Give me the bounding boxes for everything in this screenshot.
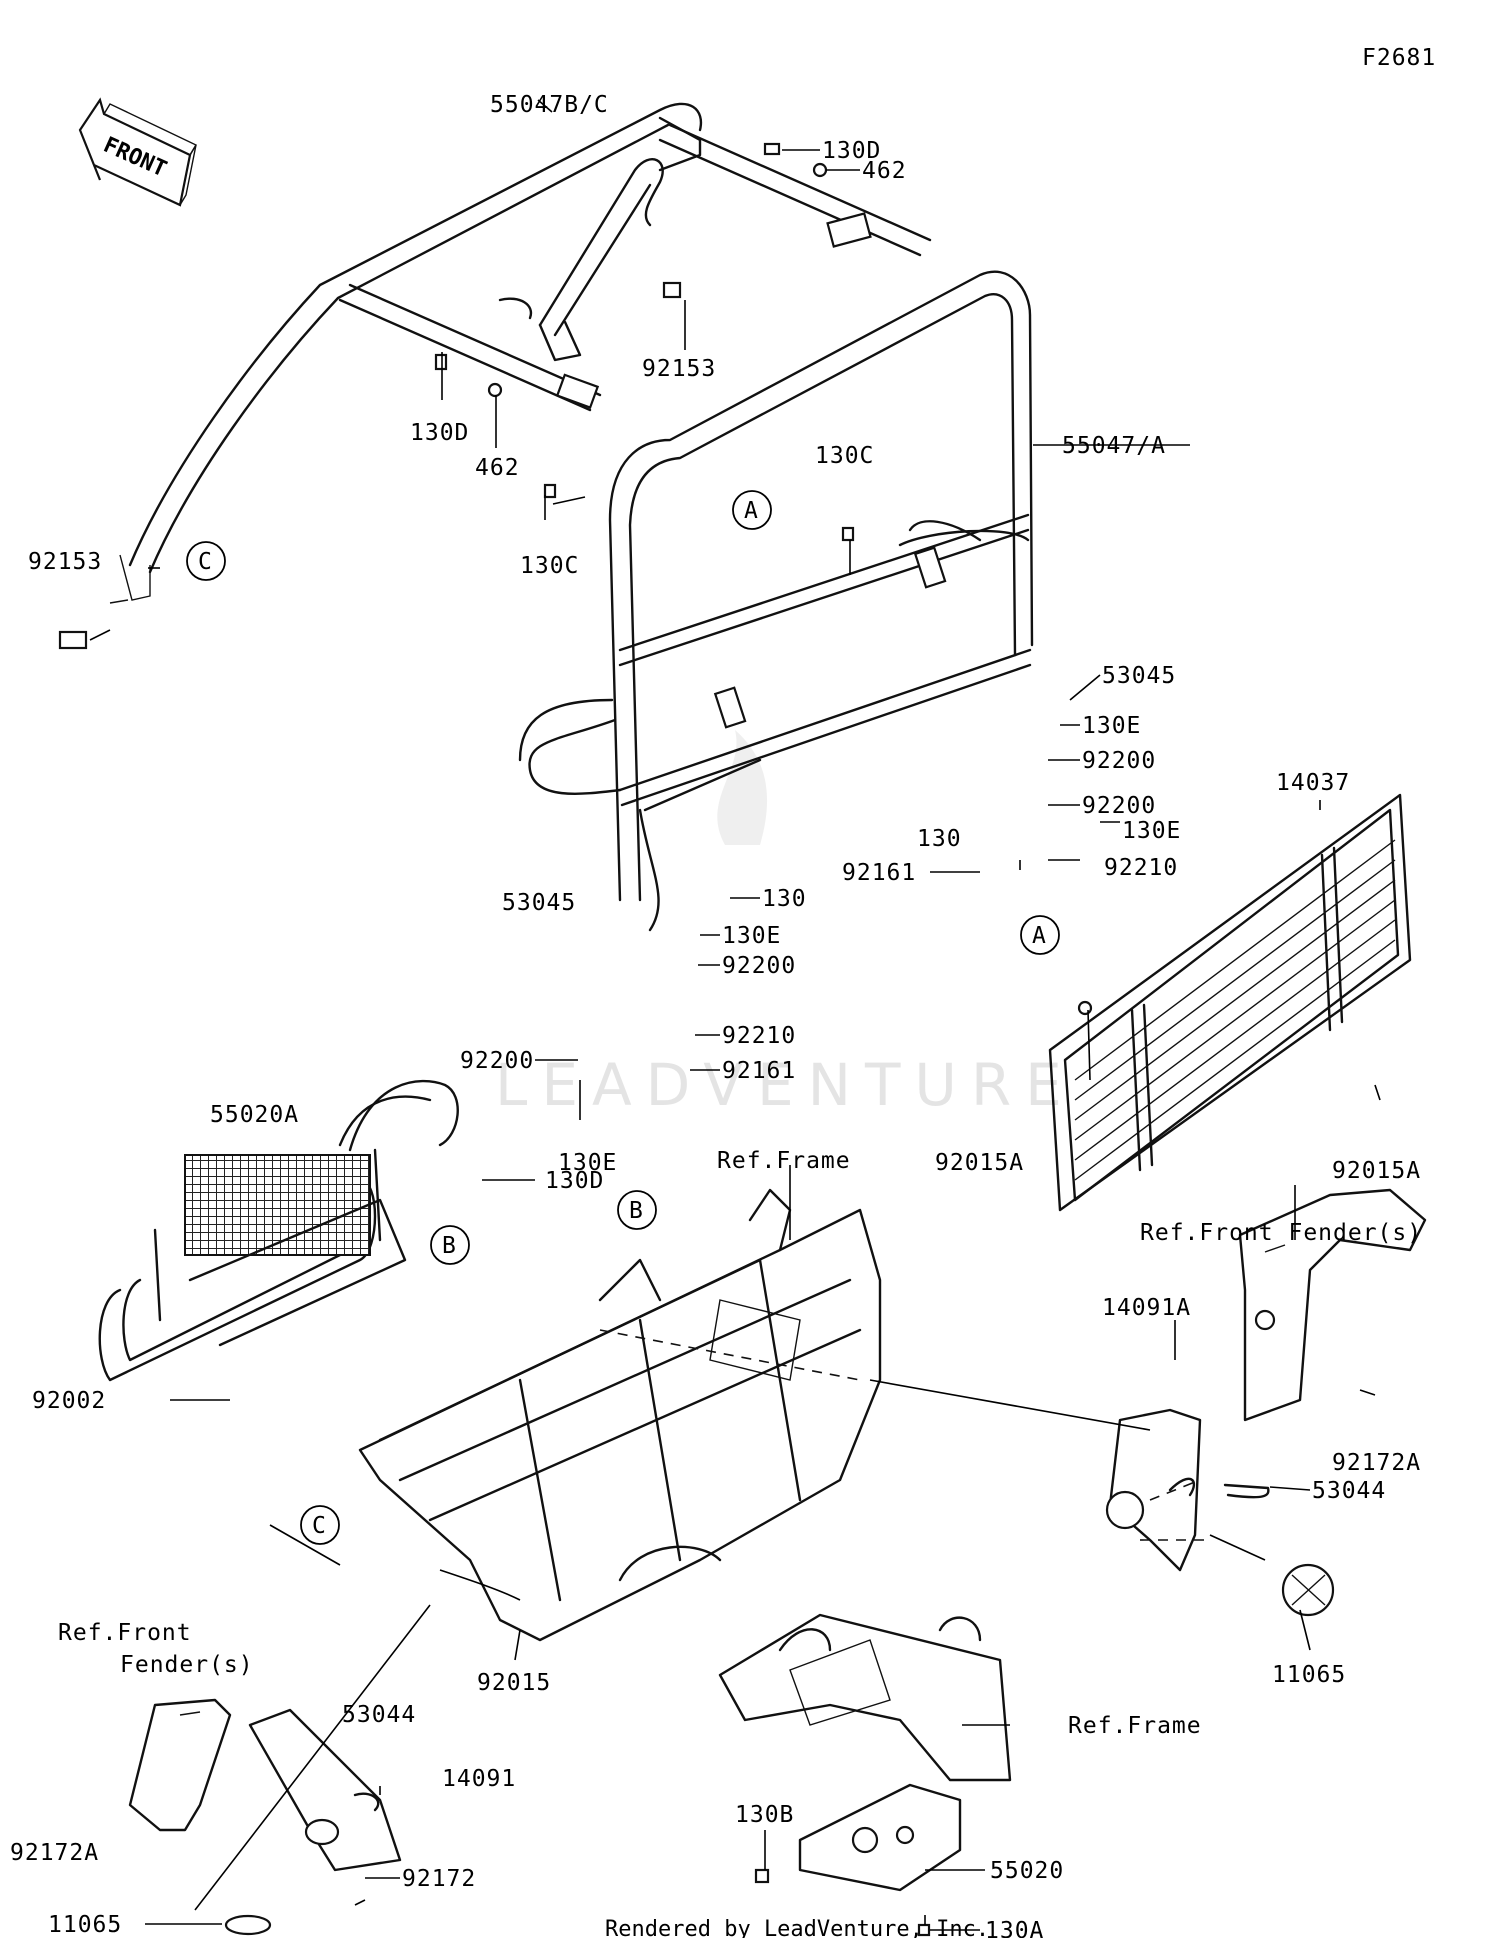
watermark: LEADVENTURE	[495, 730, 1076, 1119]
svg-text:B: B	[442, 1233, 457, 1259]
ref-circle-A2: A	[1020, 915, 1060, 955]
label-92153: 92153	[642, 356, 716, 382]
label-92015A: 92015A	[935, 1150, 1024, 1176]
svg-text:A: A	[744, 498, 759, 524]
label-130C: 130C	[815, 443, 874, 469]
fender-right	[1105, 1188, 1427, 1617]
label-92015A: 92015A	[1332, 1158, 1421, 1184]
front-arrow-icon: FRONT	[78, 97, 197, 207]
label-55047BC: 55047B/C	[490, 92, 609, 118]
label-130C: 130C	[520, 553, 579, 579]
label-462: 462	[862, 158, 907, 184]
ref-front-fender-left-line2: Fender(s)	[120, 1652, 254, 1678]
label-14091: 14091	[442, 1766, 516, 1792]
ref-circle-C2: C	[300, 1505, 340, 1545]
ref-circle-A1: A	[732, 490, 772, 530]
skid-plate-area	[718, 1613, 1012, 1937]
ref-front-fender-right: Ref.Front Fender(s)	[1140, 1220, 1422, 1246]
label-92172: 92172	[402, 1866, 476, 1892]
rear-rack	[1048, 793, 1412, 1212]
label-130D: 130D	[410, 420, 469, 446]
ref-frame-bottom: Ref.Frame	[1068, 1713, 1202, 1739]
fasteners-top	[58, 142, 855, 650]
label-92153: 92153	[28, 549, 102, 575]
label-92172A: 92172A	[1332, 1450, 1421, 1476]
label-11065: 11065	[1272, 1662, 1346, 1688]
label-92002: 92002	[32, 1388, 106, 1414]
label-53044: 53044	[342, 1702, 416, 1728]
label-92172A: 92172A	[10, 1840, 99, 1866]
label-130E: 130E	[722, 923, 781, 949]
label-130E: 130E	[1122, 818, 1181, 844]
front-guard	[98, 1079, 459, 1382]
watermark-text: LEADVENTURE	[495, 1051, 1076, 1119]
leader-lines	[89, 99, 1381, 1931]
label-92200: 92200	[722, 953, 796, 979]
label-462: 462	[475, 455, 520, 481]
roll-cage-upper	[109, 102, 932, 604]
label-53045: 53045	[1102, 663, 1176, 689]
label-92210: 92210	[1104, 855, 1178, 881]
label-92161: 92161	[722, 1058, 796, 1084]
label-53045: 53045	[502, 890, 576, 916]
svg-text:C: C	[198, 549, 213, 575]
svg-text:A: A	[1032, 923, 1047, 949]
label-92210: 92210	[722, 1023, 796, 1049]
ref-circle-C1: C	[186, 541, 226, 581]
label-55047A: 55047/A	[1062, 433, 1166, 459]
svg-text:B: B	[629, 1198, 644, 1224]
ref-front-fender-left-line1: Ref.Front	[58, 1620, 192, 1646]
label-130: 130	[917, 826, 962, 852]
ref-circle-B1: B	[430, 1225, 470, 1265]
fender-left	[128, 1698, 402, 1936]
vehicle-frame	[358, 1188, 882, 1642]
ref-circle-B2: B	[617, 1190, 657, 1230]
label-130D: 130D	[545, 1168, 604, 1194]
roll-bar-main	[518, 270, 1034, 932]
label-130: 130	[762, 886, 807, 912]
label-11065: 11065	[48, 1912, 122, 1938]
ref-frame-top: Ref.Frame	[717, 1148, 851, 1174]
label-92161: 92161	[842, 860, 916, 886]
label-92200: 92200	[1082, 748, 1156, 774]
label-92200: 92200	[1082, 793, 1156, 819]
footer-credit: Rendered by LeadVenture, Inc.	[605, 1917, 989, 1938]
svg-text:C: C	[312, 1513, 327, 1539]
part-labels: 55047B/C 130D 462 92153 130D 462 55047/A…	[10, 92, 1422, 1942]
label-14091A: 14091A	[1102, 1295, 1191, 1321]
diagram-id: F2681	[1362, 45, 1436, 71]
label-55020A: 55020A	[210, 1102, 299, 1128]
label-55020: 55020	[990, 1858, 1064, 1884]
label-92015: 92015	[477, 1670, 551, 1696]
label-14037: 14037	[1276, 770, 1350, 796]
label-130D: 130D	[822, 138, 881, 164]
label-130E: 130E	[558, 1150, 617, 1176]
label-92200: 92200	[460, 1048, 534, 1074]
label-130E: 130E	[1082, 713, 1141, 739]
label-130B: 130B	[735, 1802, 794, 1828]
label-130A: 130A	[985, 1918, 1044, 1938]
label-53044: 53044	[1312, 1478, 1386, 1504]
